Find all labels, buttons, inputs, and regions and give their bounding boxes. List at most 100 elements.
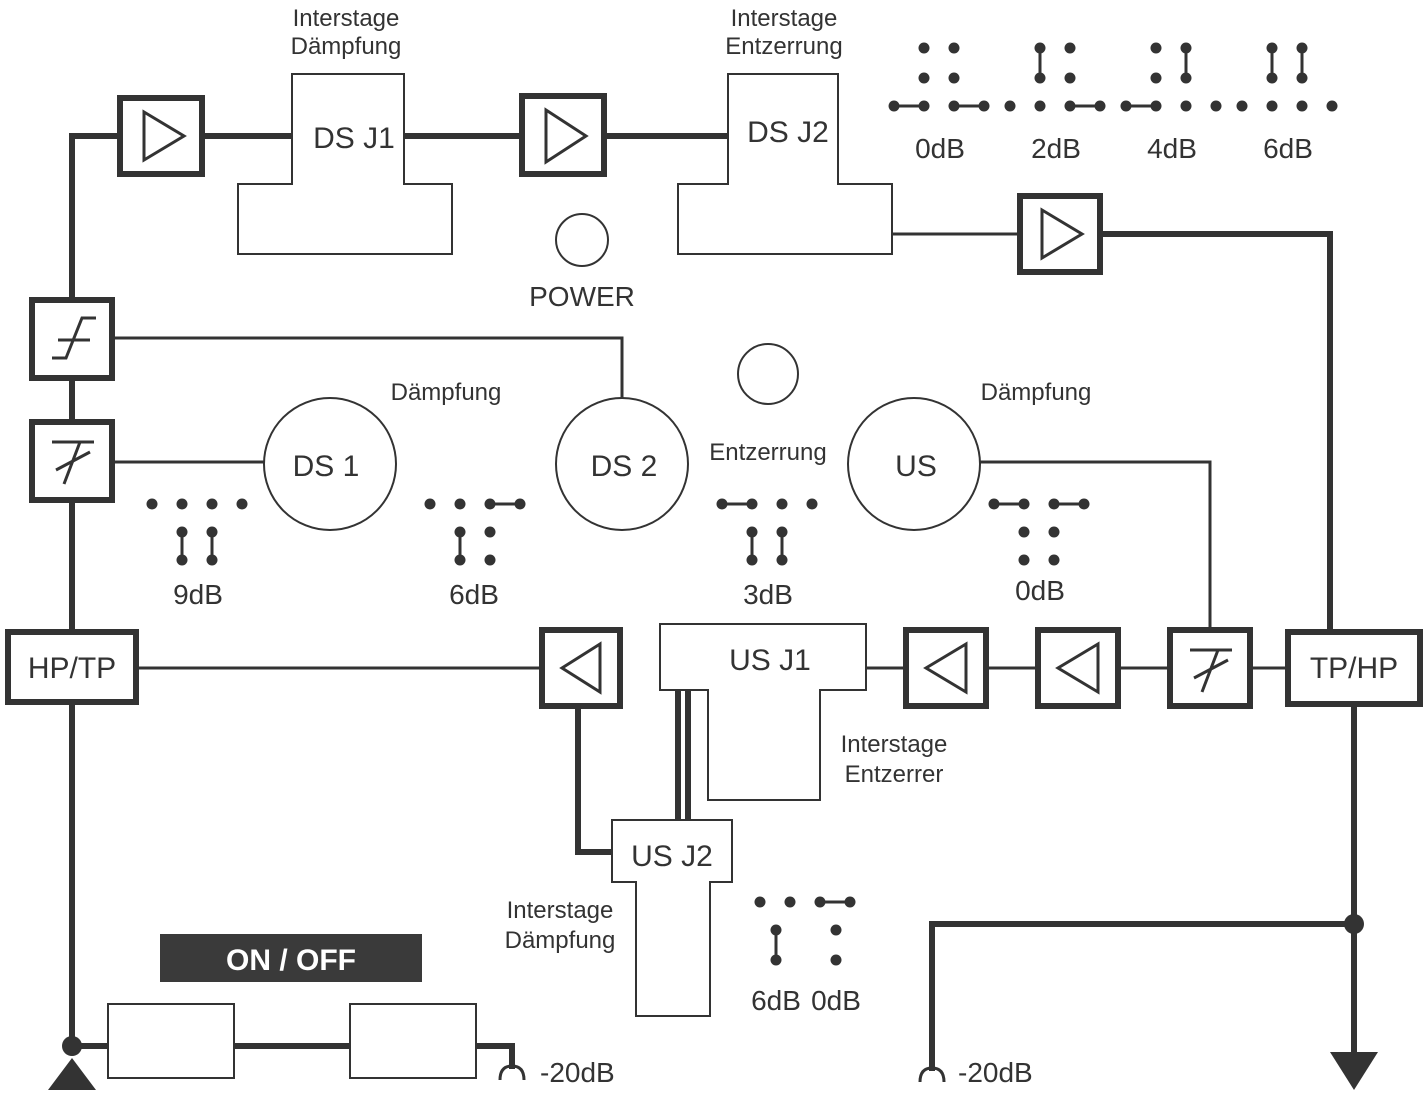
power-label: POWER	[529, 281, 635, 312]
us-j2-jumper-6db: 6dB	[751, 985, 801, 1016]
amplifier-reverse-icon	[559, 641, 602, 695]
us-j2-jumper-0db: 0dB	[811, 985, 861, 1016]
jumper-dot-icon	[236, 498, 248, 510]
tilt-filter-right	[1167, 627, 1253, 709]
jumper-dot-icon	[454, 498, 466, 510]
jumper-legend	[888, 42, 1338, 112]
ds1-jumper-value: 9dB	[173, 579, 223, 610]
amp-forward-2	[519, 93, 607, 177]
jumper-dot-icon	[1034, 100, 1046, 112]
switch-box-2[interactable]	[349, 1003, 477, 1079]
amp-reverse-2	[903, 627, 989, 709]
amplifier-reverse-icon	[1055, 641, 1100, 695]
legend-0db: 0dB	[915, 133, 965, 164]
us-j1-label: US J1	[729, 644, 811, 677]
amp-reverse-3	[1035, 627, 1121, 709]
jumper-dot-icon	[1064, 42, 1076, 54]
jumper-dot-icon	[776, 498, 788, 510]
onoff-label-bg	[160, 934, 422, 982]
eq-jumper-value: 3dB	[743, 579, 793, 610]
legend-4db: 4dB	[1147, 133, 1197, 164]
legend-6db: 6dB	[1263, 133, 1313, 164]
daempfung-label-right: Dämpfung	[981, 379, 1092, 406]
jumper-dot-icon	[754, 896, 766, 908]
us-knob[interactable]	[847, 397, 981, 531]
jumper-dot-icon	[1004, 100, 1016, 112]
hp-tp-label: HP/TP	[28, 652, 116, 685]
jumper-dot-icon	[1180, 100, 1192, 112]
jumper-dot-icon	[948, 72, 960, 84]
amp-forward-1	[117, 95, 205, 177]
jumper-dot-icon	[1064, 72, 1076, 84]
jumper-dot-icon	[806, 498, 818, 510]
jumper-settings	[146, 498, 1090, 966]
jumper-dot-icon	[1296, 100, 1308, 112]
jumper-dot-icon	[1048, 526, 1060, 538]
jumper-dot-icon	[424, 498, 436, 510]
jumper-dot-icon	[1018, 526, 1030, 538]
ground-connector-icon	[918, 1066, 946, 1083]
jumper-dot-icon	[1236, 100, 1248, 112]
switch-box-1[interactable]	[107, 1003, 235, 1079]
jumper-dot-icon	[830, 924, 842, 936]
daempfung-label-bottom: Dämpfung	[505, 927, 616, 954]
triangle-arrow-icon	[1330, 1052, 1378, 1090]
ds-j1-label: DS J1	[313, 122, 395, 155]
jumper-dot-icon	[176, 498, 188, 510]
jumper-dot-icon	[918, 72, 930, 84]
jumper-dot-icon	[784, 896, 796, 908]
ds-j2-label: DS J2	[747, 116, 829, 149]
junction-dot-right	[1344, 914, 1364, 934]
interstage-label-3: Interstage	[841, 731, 948, 758]
jumper-dot-icon	[1150, 42, 1162, 54]
entzerrer-label: Entzerrer	[845, 761, 944, 788]
tp-hp-label: TP/HP	[1310, 652, 1398, 685]
junction-dot-left	[62, 1036, 82, 1056]
slope-filter-icon	[52, 316, 96, 360]
jumper-dot-icon	[1048, 554, 1060, 566]
daempfung-label-top: Dämpfung	[291, 33, 402, 60]
power-led	[555, 213, 609, 267]
jumper-dot-icon	[1018, 554, 1030, 566]
jumper-dot-icon	[1266, 100, 1278, 112]
jumper-dot-icon	[1150, 72, 1162, 84]
jumper-dot-icon	[484, 526, 496, 538]
amplifier-forward-icon	[142, 109, 187, 163]
tp-hp-box	[1285, 629, 1423, 707]
jumper-dot-icon	[1210, 100, 1222, 112]
jumper-dot-icon	[1326, 100, 1338, 112]
us-j2-label: US J2	[631, 840, 713, 873]
entzerrung-label-mid: Entzerrung	[709, 439, 826, 466]
amp-forward-3	[1017, 193, 1103, 275]
daempfung-label-left: Dämpfung	[391, 379, 502, 406]
wires	[69, 133, 1357, 1071]
hp-tp-box	[5, 629, 139, 705]
jumper-dot-icon	[830, 954, 842, 966]
ds1-knob[interactable]	[263, 397, 397, 531]
jumper-dot-icon	[146, 498, 158, 510]
minus20-left-label: -20dB	[540, 1057, 615, 1088]
ds2-knob-label: DS 2	[591, 450, 658, 483]
jumper-dot-icon	[948, 42, 960, 54]
interstage-label-2: Interstage	[731, 5, 838, 32]
onoff-label: ON / OFF	[226, 944, 356, 977]
ds2-knob[interactable]	[555, 397, 689, 531]
interstage-label-4: Interstage	[507, 897, 614, 924]
ds-j1-block	[237, 73, 453, 255]
amplifier-reverse-icon	[923, 641, 968, 695]
amp-reverse-1	[539, 627, 623, 709]
ground-connector-icon	[498, 1064, 526, 1081]
minus20-right-label: -20dB	[958, 1057, 1033, 1088]
us-j2-block	[611, 819, 733, 1017]
ds1-knob-label: DS 1	[293, 450, 360, 483]
jumper-dot-icon	[918, 42, 930, 54]
ds2-jumper-value: 6dB	[449, 579, 499, 610]
entzerrung-knob[interactable]	[737, 343, 799, 405]
jumper-dot-icon	[484, 554, 496, 566]
tilt-filter-left	[29, 419, 115, 503]
us-jumper-value: 0dB	[1015, 575, 1065, 606]
ds-j2-block	[677, 73, 893, 255]
amplifier-forward-icon	[544, 107, 589, 165]
interstage-label-1: Interstage	[293, 5, 400, 32]
